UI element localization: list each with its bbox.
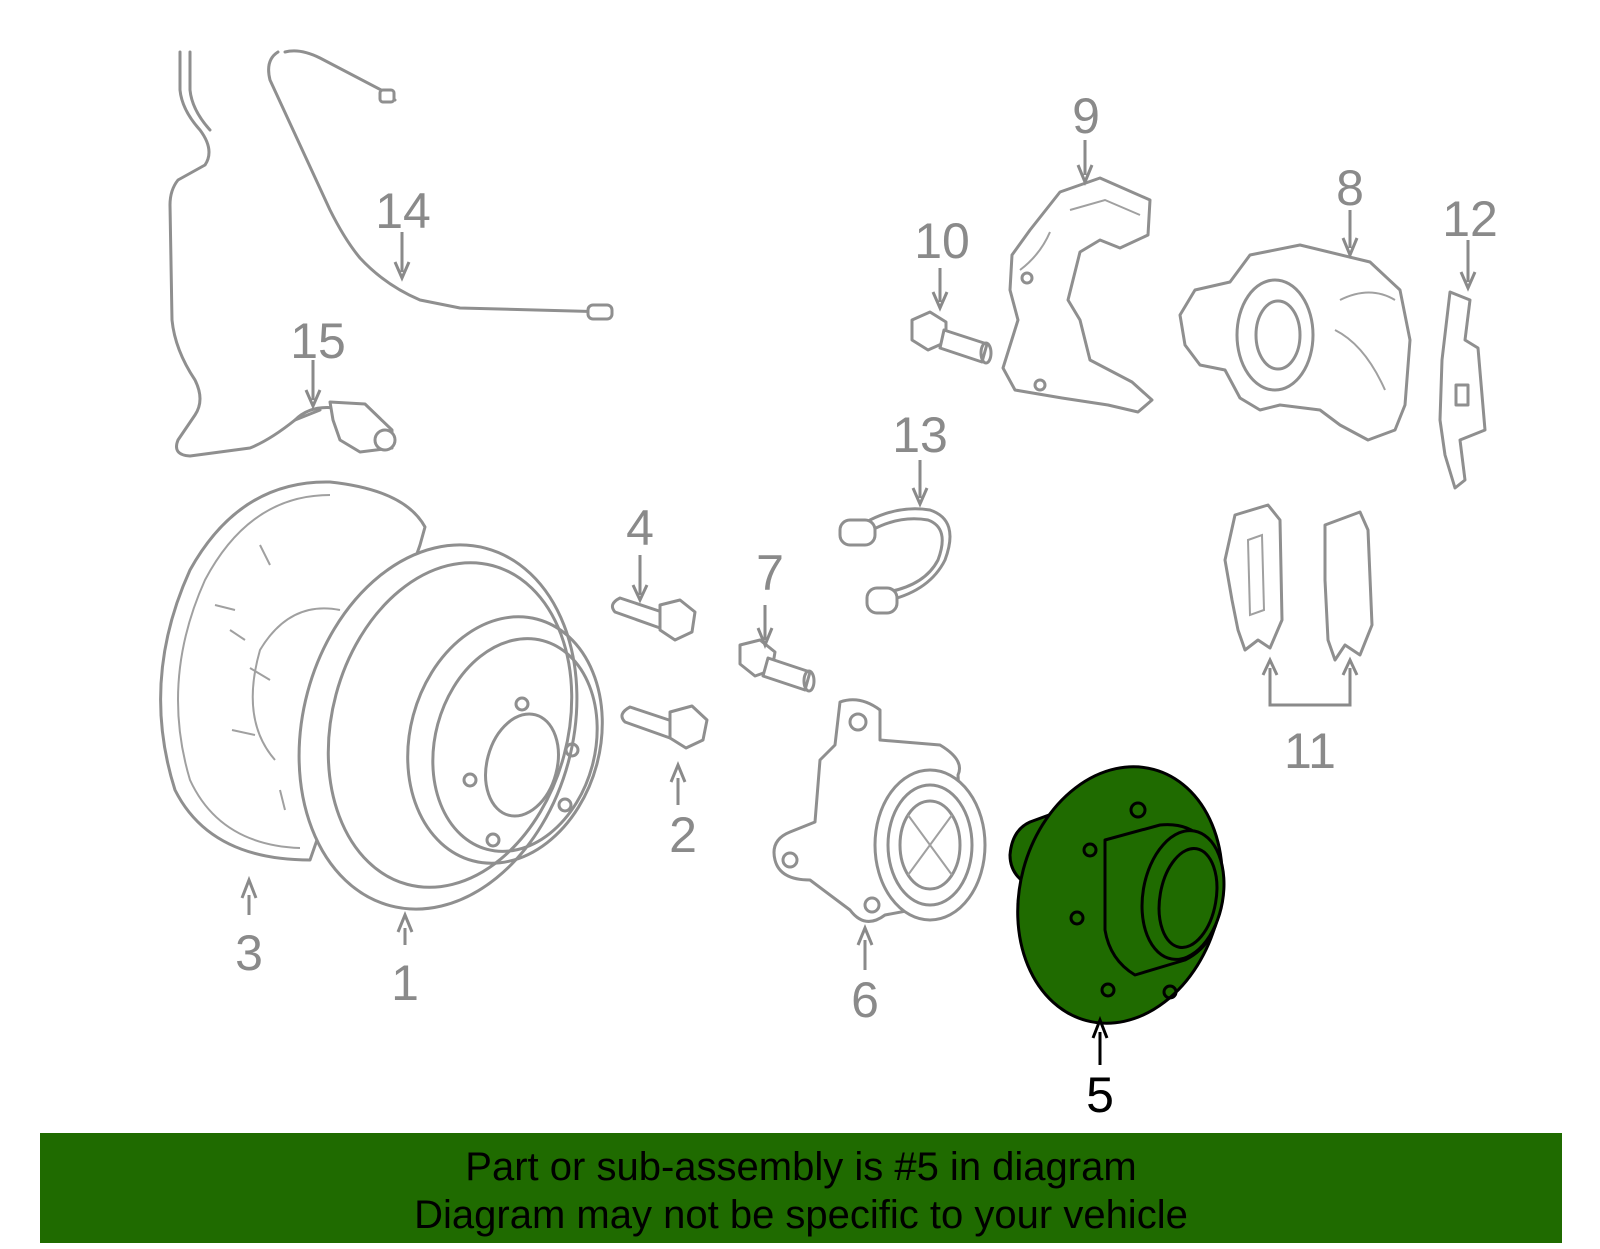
callout-13: 13 (892, 407, 948, 463)
bolt-part-10[interactable] (910, 310, 993, 365)
callout-9: 9 (1072, 88, 1100, 144)
callout-3: 3 (235, 925, 263, 981)
callout-4: 4 (626, 500, 654, 556)
callout-1: 1 (391, 955, 419, 1011)
bolt-part-4[interactable] (610, 596, 697, 642)
bearing-housing-part[interactable] (772, 698, 987, 923)
callout-6: 6 (851, 972, 879, 1028)
brake-pad-inner-part[interactable] (1223, 503, 1284, 652)
brake-line-part[interactable] (168, 49, 614, 458)
banner-line-disclaimer: Diagram may not be specific to your vehi… (414, 1193, 1188, 1237)
callout-10: 10 (914, 213, 970, 269)
dust-shield-part[interactable] (159, 480, 427, 862)
callout-11: 11 (1284, 723, 1336, 779)
abs-sensor-part[interactable] (293, 400, 397, 454)
brake-rotor-part[interactable] (260, 513, 629, 940)
banner-line-part-number: Part or sub-assembly is #5 in diagram (465, 1145, 1137, 1189)
callout-15: 15 (290, 313, 346, 369)
caliper-part[interactable] (1178, 243, 1412, 442)
wheel-hub-part-highlighted[interactable] (990, 744, 1250, 1047)
caliper-bracket-part[interactable] (1001, 176, 1154, 414)
wear-sensor-part[interactable] (838, 507, 952, 615)
notice-banner: Part or sub-assembly is #5 in diagram Di… (40, 1133, 1562, 1243)
callout-8: 8 (1336, 160, 1364, 216)
callout-12: 12 (1442, 191, 1498, 247)
callout-14: 14 (375, 183, 431, 239)
spring-clip-part[interactable] (1438, 290, 1487, 490)
callout-7: 7 (756, 545, 784, 601)
callout-2: 2 (669, 807, 697, 863)
brake-pad-outer-part[interactable] (1323, 510, 1374, 662)
flange-bolt-part[interactable] (738, 638, 816, 693)
bolt-part-2[interactable] (620, 704, 709, 750)
leader-lines (240, 140, 1477, 1065)
callout-5: 5 (1086, 1067, 1114, 1123)
